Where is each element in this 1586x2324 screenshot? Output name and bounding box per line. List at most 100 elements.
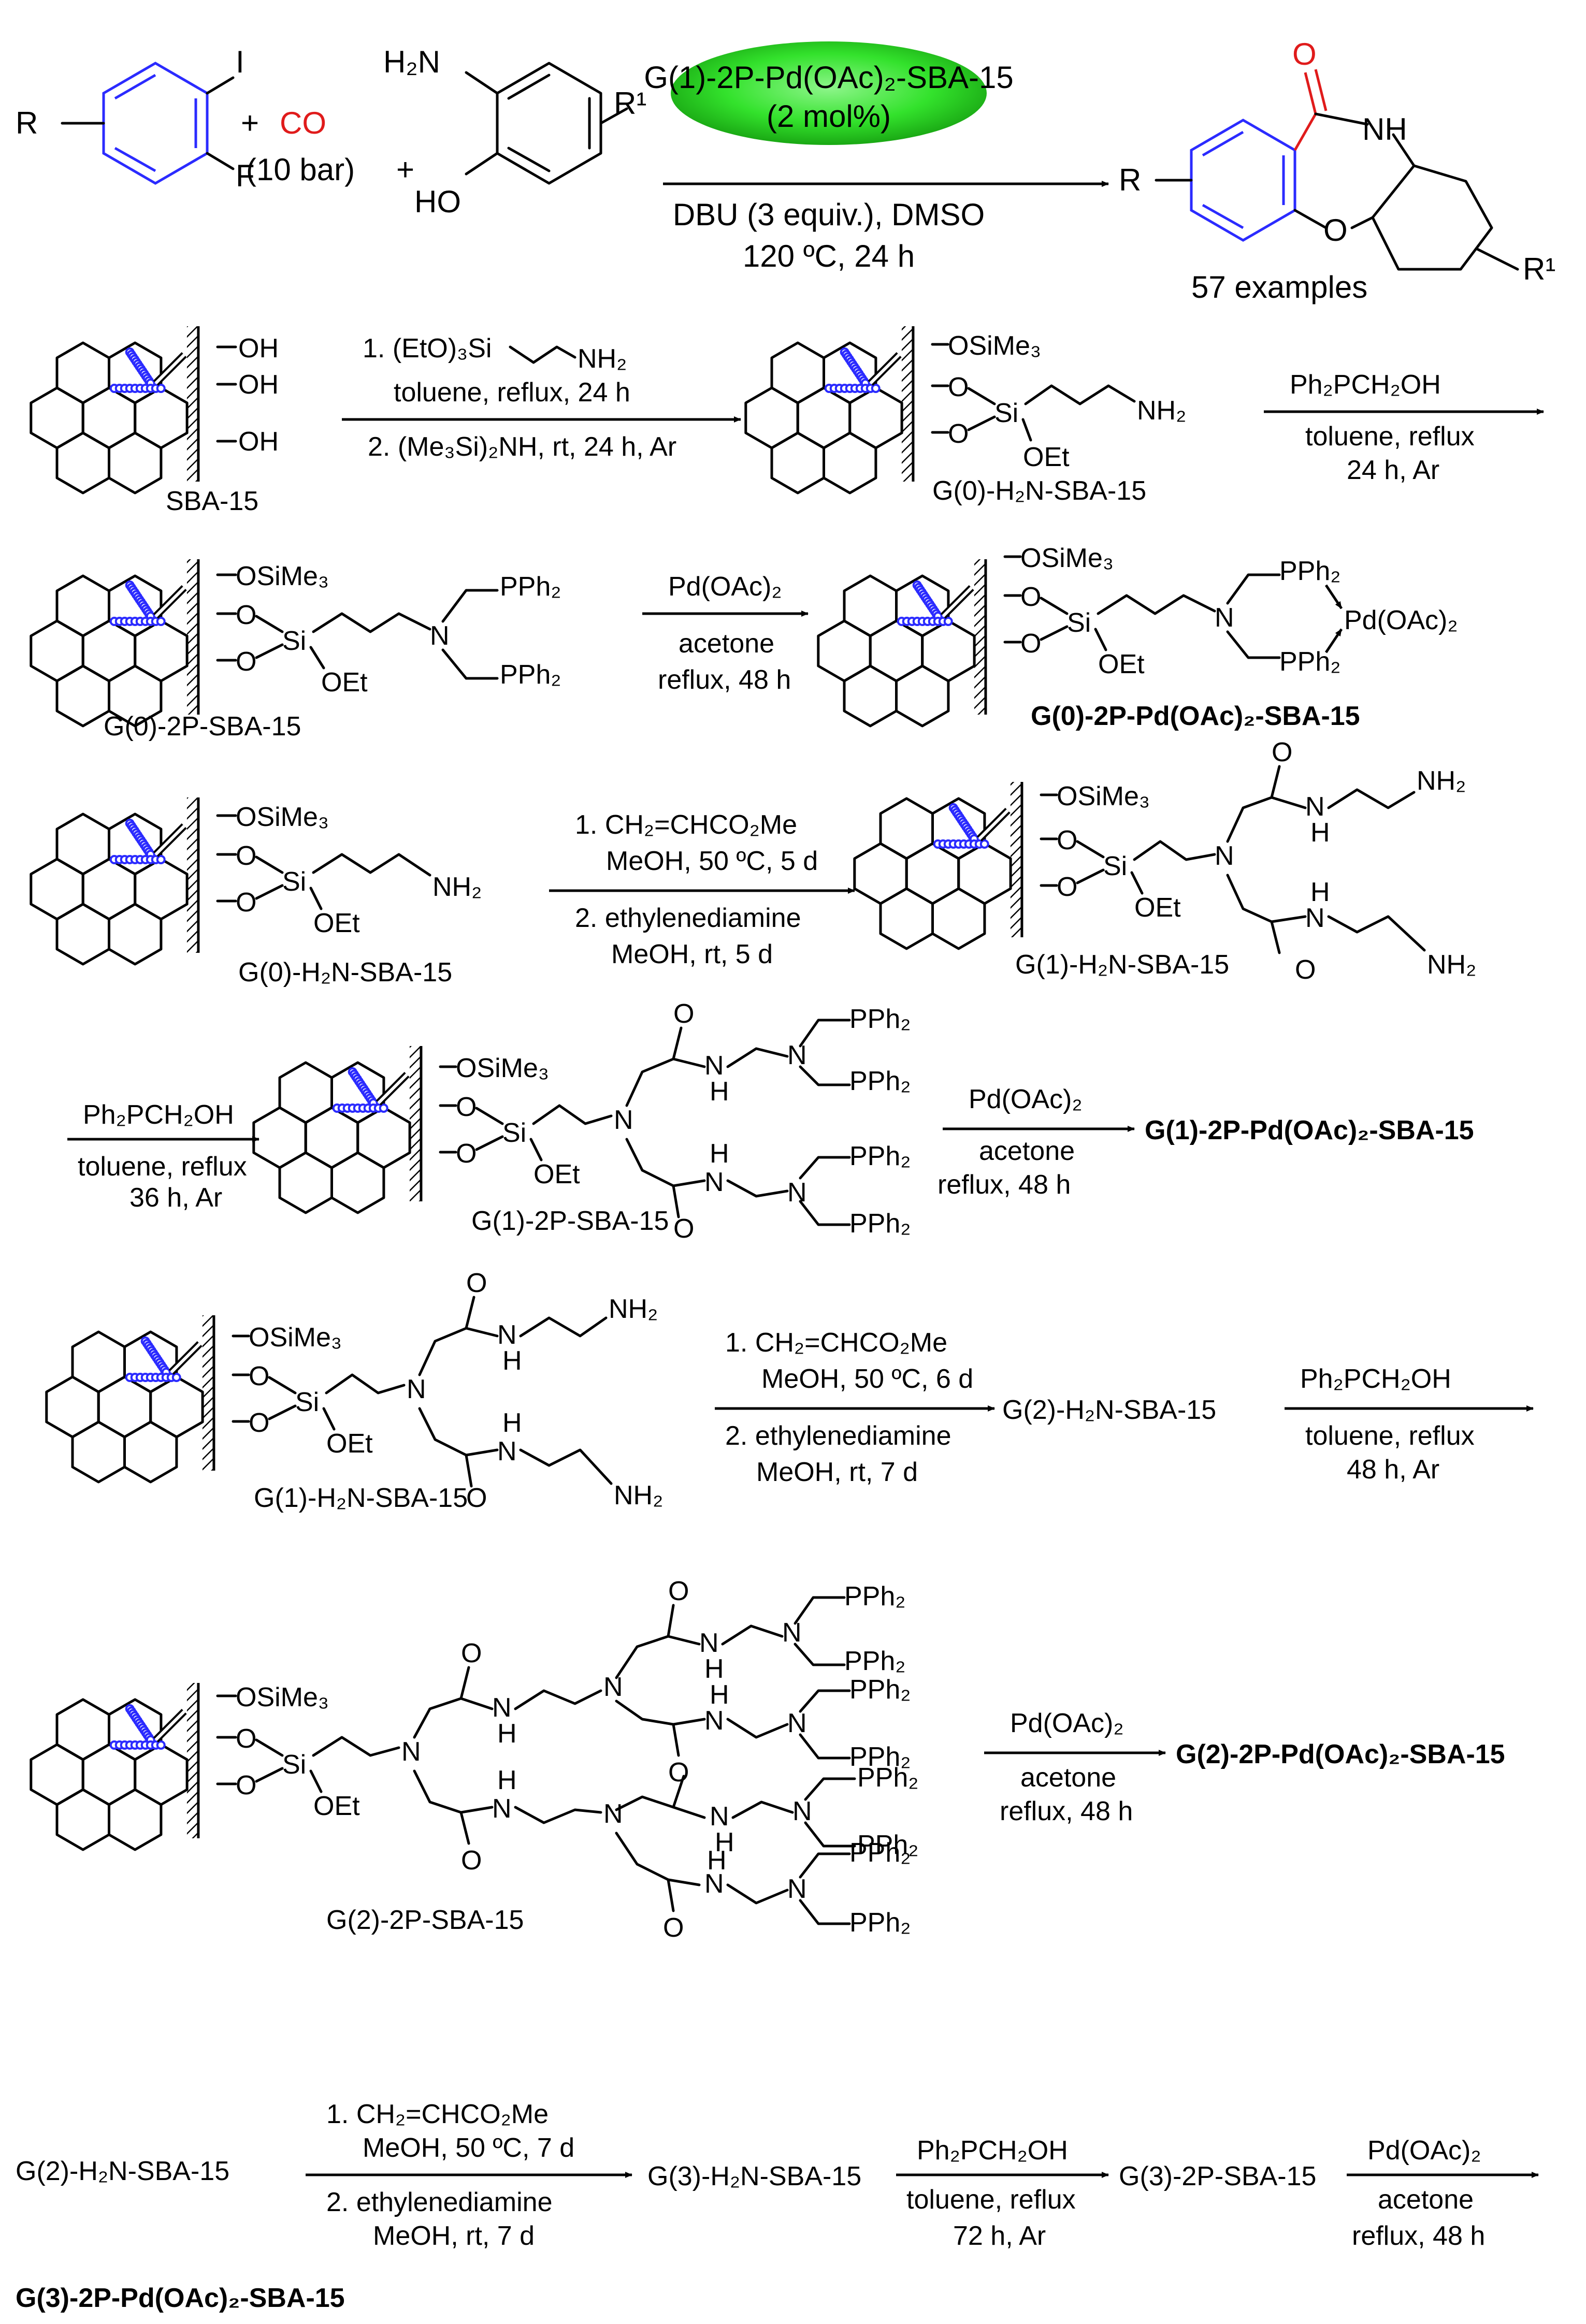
- pore-hexagon: [134, 386, 189, 449]
- n-label: N: [1215, 841, 1234, 871]
- g0-h2n-sba-label: G(0)-H₂N-SBA-15: [238, 957, 452, 987]
- pore-hexagon: [879, 797, 934, 860]
- pph2-label: PPh₂: [849, 1004, 911, 1034]
- si-label: Si: [994, 398, 1018, 428]
- nh2-label: NH₂: [1427, 950, 1476, 980]
- nh-n-label: N: [1305, 792, 1325, 822]
- pore-hexagon: [134, 1743, 189, 1806]
- row7: G(2)-H₂N-SBA-15 1. CH₂=CHCO₂Me MeOH, 50 …: [16, 2099, 1539, 2313]
- pore-arrow-icon: [154, 824, 185, 856]
- pore-hexagon: [30, 1743, 84, 1806]
- pd-oac2-label: Pd(OAc)₂: [1344, 605, 1458, 635]
- step-condition: 2. ethylenediamine: [725, 1421, 951, 1451]
- sba-15-particle: [30, 326, 200, 495]
- step-condition: acetone: [1378, 2185, 1474, 2215]
- catalyst-ellipse: [671, 41, 987, 145]
- o-label: O: [461, 1638, 482, 1668]
- o-label: O: [673, 999, 694, 1029]
- oet-label: OEt: [1134, 893, 1181, 923]
- pore-dot: [156, 855, 166, 864]
- step-condition: MeOH, 50 ºC, 7 d: [363, 2133, 574, 2163]
- sba-15-particle: [853, 782, 1023, 950]
- pph2-label: PPh₂: [1279, 647, 1340, 677]
- step-condition: toluene, reflux: [1305, 1421, 1475, 1451]
- pore-arrow-icon: [154, 586, 185, 618]
- pore-arrow-icon: [377, 1073, 408, 1105]
- pore-hexagon: [853, 842, 908, 905]
- pore-arrow-icon: [170, 1342, 201, 1374]
- step-condition: reflux, 48 h: [1000, 1796, 1133, 1826]
- pore-hexagon: [330, 1151, 385, 1214]
- pore-hexagon: [744, 386, 799, 449]
- pore-hexagon: [823, 431, 877, 495]
- o-label: O: [249, 1361, 269, 1391]
- pore-hexagon: [71, 1420, 126, 1484]
- nh2-label: NH₂: [1137, 396, 1186, 426]
- pore-hexagon: [81, 1743, 137, 1806]
- pore-arrow-icon: [154, 1710, 185, 1741]
- pore-hexagon: [97, 1375, 152, 1439]
- silane-nh2: NH₂: [578, 344, 627, 374]
- o-label: O: [461, 1846, 482, 1876]
- pore-dot: [943, 617, 953, 626]
- o-label: O: [1020, 582, 1041, 612]
- n-label: N: [430, 621, 450, 651]
- pore-hexagon: [55, 431, 110, 495]
- g1-h2n-sba-label: G(1)-H₂N-SBA-15: [254, 1483, 468, 1513]
- pore-hexagon: [843, 574, 898, 637]
- pore-hexagon: [921, 619, 976, 682]
- o-label: O: [236, 1770, 256, 1800]
- r1-label: R¹: [614, 86, 646, 121]
- step-condition: toluene, reflux: [1305, 422, 1475, 452]
- g1-h2n-sba-label: G(1)-H₂N-SBA-15: [1015, 950, 1229, 980]
- h-label: H: [1310, 877, 1330, 907]
- pore-hexagon: [55, 341, 110, 404]
- row1: OH OH OH SBA-15 1. (EtO)₃Si NH₂ toluene,…: [30, 326, 1544, 516]
- nh2-label: NH₂: [609, 1294, 658, 1324]
- reagent-label: Pd(OAc)₂: [1010, 1708, 1124, 1738]
- o-label: O: [456, 1092, 477, 1122]
- pore-hexagon: [55, 1698, 110, 1761]
- step-condition: reflux, 48 h: [938, 1170, 1071, 1200]
- o-label: O: [236, 841, 256, 871]
- n-label: N: [787, 1874, 807, 1904]
- step-condition: 48 h, Ar: [1347, 1455, 1439, 1485]
- pore-hexagon: [304, 1106, 359, 1169]
- n-label: N: [603, 1799, 623, 1829]
- pore-dot: [379, 1103, 388, 1113]
- o-label: O: [673, 1214, 694, 1244]
- oet-label: OEt: [1098, 649, 1145, 679]
- o-label: O: [668, 1576, 689, 1606]
- reagent-label: Pd(OAc)₂: [969, 1084, 1083, 1114]
- osime3-label: OSiMe₃: [236, 1682, 329, 1712]
- oh-label: OH: [238, 370, 279, 400]
- pph2-label: PPh₂: [849, 1742, 911, 1772]
- examples-count: 57 examples: [1191, 270, 1367, 304]
- pore-dot: [871, 384, 881, 393]
- si-label: Si: [295, 1387, 319, 1417]
- step-condition: 24 h, Ar: [1347, 455, 1439, 485]
- nh-n-label: N: [492, 1794, 512, 1824]
- n-label: N: [407, 1374, 426, 1404]
- step-condition: toluene, reflux: [906, 2185, 1076, 2215]
- n-label: N: [603, 1672, 623, 1702]
- step-condition: 2. (Me₃Si)₂NH, rt, 24 h, Ar: [368, 432, 676, 462]
- pore-arrow-icon: [978, 809, 1009, 840]
- step-condition: 2. ethylenediamine: [575, 903, 801, 933]
- g2-h2n-sba-label: G(2)-H₂N-SBA-15: [16, 2156, 229, 2186]
- h-label: H: [707, 1846, 727, 1876]
- osime3-label: OSiMe₃: [456, 1053, 549, 1083]
- step-condition: MeOH, rt, 7 d: [756, 1457, 918, 1487]
- pph2-label: PPh₂: [857, 1763, 918, 1793]
- pph2-label: PPh₂: [1279, 556, 1340, 586]
- o-label: O: [948, 419, 969, 449]
- reagent-label: Ph₂PCH₂OH: [1300, 1364, 1451, 1394]
- n-label: N: [614, 1105, 633, 1135]
- conditions-line2: 120 ºC, 24 h: [743, 239, 915, 273]
- oet-label: OEt: [321, 667, 368, 698]
- catalyst-label: G(1)-2P-Pd(OAc)₂-SBA-15: [644, 60, 1013, 95]
- g3-2p-sba-label: G(3)-2P-SBA-15: [1119, 2161, 1316, 2191]
- nh-n-label: N: [497, 1436, 517, 1466]
- h-label: H: [497, 1719, 517, 1749]
